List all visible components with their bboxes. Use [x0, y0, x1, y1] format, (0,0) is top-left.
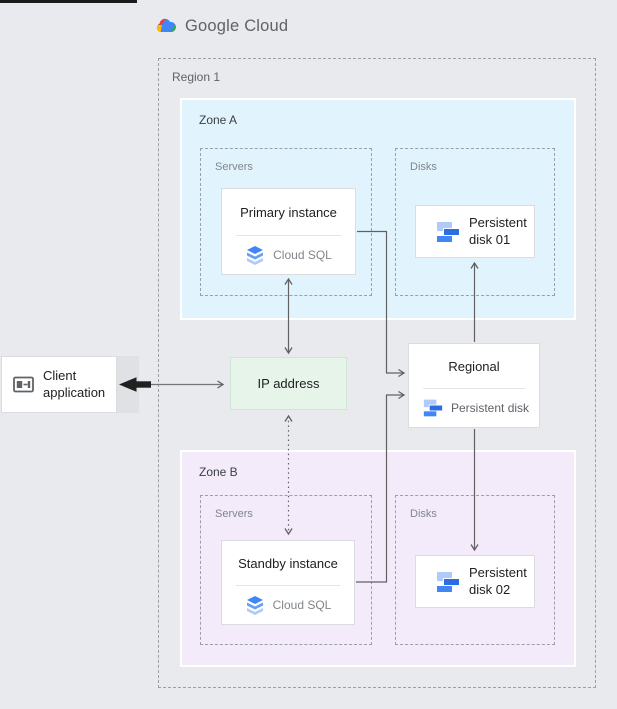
- persistent-disk-icon: [437, 571, 459, 592]
- persistent-disk-02-card: Persistent disk 02: [415, 555, 535, 608]
- standby-service-label: Cloud SQL: [272, 598, 332, 612]
- google-cloud-logo-icon: [156, 18, 176, 33]
- region-1-container: [158, 58, 596, 688]
- card-divider: [236, 235, 341, 236]
- persistent-disk-01-label: Persistent disk 01: [469, 215, 527, 247]
- region-1-label: Region 1: [172, 70, 221, 84]
- zone-b-disks-label: Disks: [410, 508, 437, 520]
- zone-b-servers-label: Servers: [215, 508, 253, 520]
- google-cloud-header: Google Cloud: [154, 16, 288, 36]
- ip-address-box: IP address: [230, 357, 347, 410]
- standby-instance-card: Standby instance Cloud SQL: [221, 540, 355, 625]
- regional-disk-card: Regional Persistent disk: [408, 343, 540, 428]
- standby-instance-title: Standby instance: [238, 555, 338, 571]
- client-arrow-plate: [117, 356, 139, 413]
- client-application-icon: [13, 376, 34, 393]
- client-application-label: Client application: [43, 368, 106, 400]
- card-divider: [423, 388, 525, 389]
- regional-service-label: Persistent disk: [451, 401, 530, 415]
- card-divider: [236, 585, 340, 586]
- persistent-disk-02-label: Persistent disk 02: [469, 565, 527, 597]
- primary-service-label: Cloud SQL: [273, 248, 332, 262]
- regional-title: Regional: [448, 358, 500, 374]
- zone-a-label: Zone A: [199, 113, 238, 127]
- client-application-card: Client application: [1, 356, 117, 413]
- zone-a-disks-label: Disks: [410, 161, 437, 173]
- top-accent-bar: [0, 0, 137, 3]
- zone-b-label: Zone B: [199, 465, 238, 479]
- ip-address-label: IP address: [257, 376, 320, 391]
- primary-instance-card: Primary instance Cloud SQL: [221, 188, 356, 275]
- persistent-disk-01-card: Persistent disk 01: [415, 205, 535, 258]
- cloud-sql-icon: [246, 596, 263, 615]
- google-cloud-logo-text: Google Cloud: [185, 16, 289, 35]
- zone-a-servers-label: Servers: [215, 161, 253, 173]
- cloud-sql-icon: [247, 246, 264, 265]
- persistent-disk-icon: [437, 221, 459, 242]
- primary-instance-title: Primary instance: [240, 204, 337, 220]
- persistent-disk-icon: [423, 399, 443, 417]
